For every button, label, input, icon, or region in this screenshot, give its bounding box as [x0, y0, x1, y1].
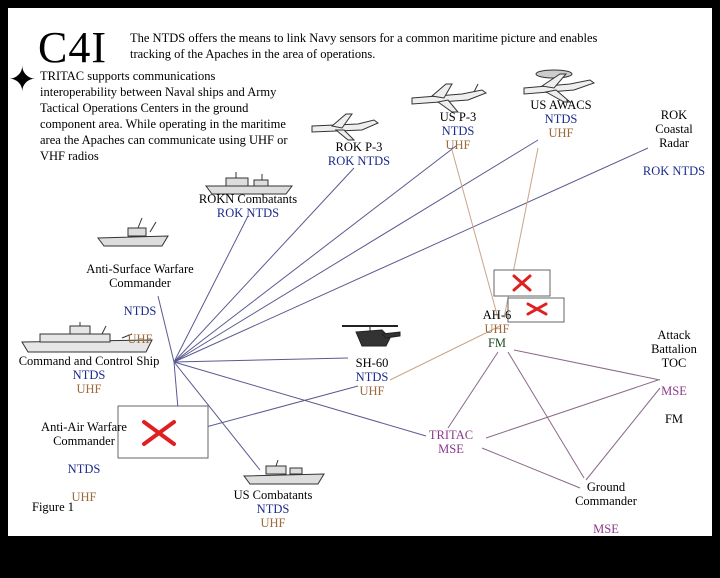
link-c2-us-combatants	[173, 361, 261, 471]
link-ah64-ground	[507, 351, 585, 479]
figure-label: Figure 1	[32, 500, 75, 514]
helicopter-icon	[342, 325, 401, 347]
link-c2-asw	[157, 295, 175, 363]
link-c2-rokn	[173, 215, 249, 363]
node-ground-commander: Ground Commander MSE FM	[575, 480, 637, 564]
node-asw-commander: Anti-Surface Warfare Commander NTDS UHF	[86, 262, 194, 346]
warship-icon	[243, 459, 325, 485]
red-x-icon	[142, 420, 176, 446]
node-sh60: SH-60 NTDS UHF	[355, 356, 389, 398]
link-tritac-ground	[481, 447, 581, 489]
node-command-control-ship: Command and Control Ship NTDS UHF	[18, 354, 160, 396]
node-ah64: AH-6 UHF FM	[482, 308, 512, 350]
link-c2-us-awacs	[173, 139, 539, 363]
node-us-awacs: US AWACS NTDS UHF	[530, 98, 592, 140]
node-us-combatants: US Combatants NTDS UHF	[233, 488, 313, 530]
link-sh60-ah64	[389, 325, 501, 381]
red-x-icon	[512, 274, 532, 292]
link-c2-sh60	[173, 357, 349, 363]
tritac-paragraph: TRITAC supports communications interoper…	[40, 69, 288, 163]
network-diagram	[21, 69, 661, 489]
p3-aircraft-icon	[311, 113, 379, 141]
intro-text: The NTDS offers the means to link Navy s…	[130, 31, 598, 61]
link-us-p3-ah64	[451, 149, 499, 319]
node-aaw-commander: Anti-Air Warfare Commander NTDS UHF	[41, 420, 127, 504]
node-rokn-combatants: ROKN Combatants ROK NTDS	[198, 192, 298, 220]
page-title: C4I	[38, 23, 107, 72]
command-ship-icon	[21, 322, 153, 353]
link-tritac-attack-toc	[485, 379, 659, 439]
x-mark-box-aaw	[117, 405, 209, 459]
x-mark-box-ah64-2	[507, 297, 565, 323]
x-mark-box-ah64-1	[493, 269, 551, 297]
node-tritac: TRITAC MSE	[428, 428, 474, 456]
slide: ✦ C4I The NTDS offers the means to link …	[8, 8, 712, 564]
warship-icon	[205, 172, 293, 195]
link-c2-us-p3	[173, 145, 457, 363]
link-c2-rok-p3	[173, 167, 355, 363]
link-ground-attack-toc	[585, 387, 661, 481]
link-aaw-sh60	[179, 385, 359, 435]
link-ah64-tritac	[447, 351, 499, 429]
node-rok-p3: ROK P-3 ROK NTDS	[327, 140, 391, 168]
node-attack-battalion-toc: Attack Battalion TOC MSE FM	[651, 328, 697, 426]
window-frame: ✦ C4I The NTDS offers the means to link …	[8, 8, 712, 564]
link-c2-tritac	[173, 361, 427, 437]
link-c2-rok-radar	[173, 147, 649, 363]
p3-aircraft-icon	[411, 83, 488, 113]
corner-mark: ✦	[8, 62, 37, 99]
awacs-aircraft-icon	[523, 69, 596, 103]
node-us-p3: US P-3 NTDS UHF	[439, 110, 477, 152]
link-ah64-attack-toc	[513, 349, 661, 381]
node-rok-coastal-radar: ROK Coastal Radar ROK NTDS	[642, 108, 706, 178]
red-x-icon	[526, 302, 548, 316]
warship-icon	[97, 217, 169, 247]
